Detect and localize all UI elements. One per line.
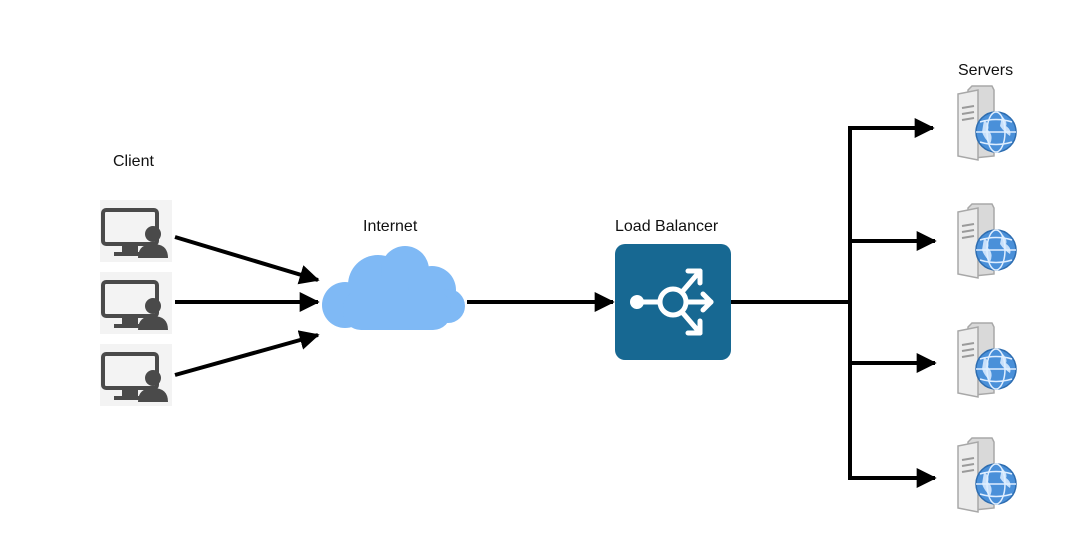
servers-label: Servers bbox=[958, 62, 1014, 79]
client-to-internet-arrows bbox=[174, 235, 320, 377]
web-server-icon bbox=[957, 203, 1017, 279]
load-balancer-label: Load Balancer bbox=[615, 218, 719, 235]
lb-to-servers-connectors bbox=[731, 118, 937, 488]
web-server-icon bbox=[957, 437, 1017, 513]
client-icon bbox=[98, 270, 174, 336]
cloud-icon bbox=[322, 246, 465, 330]
arrow-client-1 bbox=[174, 235, 320, 285]
internet-label: Internet bbox=[363, 218, 418, 235]
load-balancer-icon bbox=[615, 244, 731, 360]
web-server-icon bbox=[957, 85, 1017, 161]
client-label: Client bbox=[113, 153, 154, 170]
arrow-client-3 bbox=[174, 330, 320, 377]
client-icon bbox=[98, 342, 174, 408]
web-server-icon bbox=[957, 322, 1017, 398]
client-icon bbox=[98, 198, 174, 264]
